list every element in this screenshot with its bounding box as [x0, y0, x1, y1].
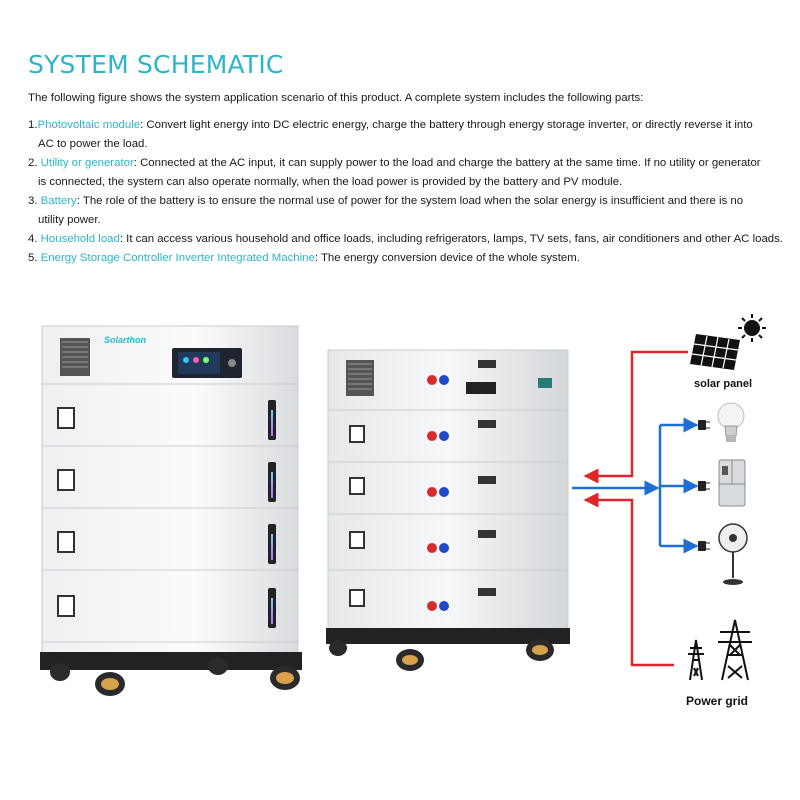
item-number: 3.: [28, 195, 41, 207]
item-continuation: utility power.: [38, 214, 101, 226]
blue-load-lines: [572, 417, 699, 554]
power-grid-label: Power grid: [686, 694, 748, 708]
page-title: SYSTEM SCHEMATIC: [28, 50, 284, 79]
list-item: 4. Household load: It can access various…: [28, 230, 788, 249]
brand-logo: Solarthon: [104, 335, 147, 345]
list-item: 5. Energy Storage Controller Inverter In…: [28, 249, 788, 268]
item-continuation: is connected, the system can also operat…: [38, 176, 623, 188]
item-number: 1.: [28, 119, 38, 131]
item-term: Energy Storage Controller Inverter Integ…: [40, 252, 315, 264]
item-text: : The energy conversion device of the wh…: [314, 252, 580, 264]
transmission-tower-icon: [688, 619, 752, 681]
item-text: : The role of the battery is to ensure t…: [76, 195, 744, 207]
solar-panel-label: solar panel: [694, 378, 752, 390]
red-power-lines: [583, 350, 688, 667]
item-continuation: AC to power the load.: [38, 138, 148, 150]
solar-panel-icon: [690, 334, 740, 370]
item-text: : Connected at the AC input, it can supp…: [133, 157, 761, 169]
item-number: 5.: [28, 252, 41, 264]
item-text: : Convert light energy into DC electric …: [140, 119, 753, 131]
fan-icon: [718, 523, 748, 585]
refrigerator-icon: [718, 459, 746, 507]
item-number: 2.: [28, 157, 41, 169]
item-number: 4.: [28, 233, 41, 245]
item-term: Photovoltaic module: [37, 119, 141, 131]
battery-cabinet-right: [326, 349, 570, 671]
item-term: Utility or generator: [40, 157, 134, 169]
list-item: 2. Utility or generator: Connected at th…: [28, 154, 788, 192]
item-term: Battery: [40, 195, 77, 207]
light-bulb-icon: [717, 402, 745, 442]
item-text: : It can access various household and of…: [119, 233, 783, 245]
sun-icon: [738, 314, 766, 342]
parts-list: 1.Photovoltaic module: Convert light ene…: [28, 116, 788, 268]
item-term: Household load: [40, 233, 120, 245]
intro-text: The following figure shows the system ap…: [28, 92, 644, 104]
battery-cabinet-left: Solarthon: [40, 325, 302, 696]
list-item: 3. Battery: The role of the battery is t…: [28, 192, 788, 230]
list-item: 1.Photovoltaic module: Convert light ene…: [28, 116, 788, 154]
